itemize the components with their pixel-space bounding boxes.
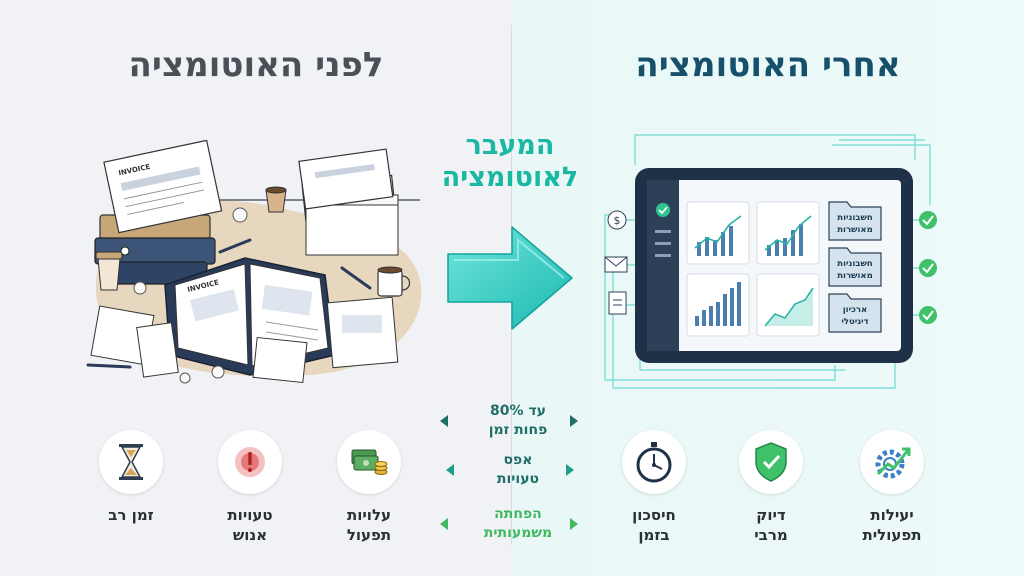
dashboard-tablet-illustration: חשבוניות מאושרות חשבוניות מאושרות ארכיון…: [604, 134, 937, 389]
label-human-errors: טעויות אנוש: [227, 506, 273, 544]
benefit-costs: הפחתה משמעותית: [483, 506, 553, 541]
transition-title: המעבר לאוטומציה: [415, 130, 605, 194]
binder-stack: [94, 214, 216, 285]
dollar-icon: $: [607, 210, 627, 230]
triangle-left-icon: [440, 415, 448, 427]
folder-approved-2: חשבוניות מאושרות: [828, 247, 882, 287]
triangle-left-icon: [446, 464, 454, 476]
before-title: לפני האוטומציה: [128, 45, 384, 85]
folder-archive: ארכיון דיגיטלי: [828, 293, 882, 333]
svg-text:דיגיטלי: דיגיטלי: [841, 317, 868, 327]
hourglass-icon: [99, 430, 163, 494]
svg-text:חשבוניות: חשבוניות: [837, 259, 873, 269]
label-long-time: זמן רב: [108, 506, 154, 524]
money-icon: [337, 430, 401, 494]
svg-text:$: $: [614, 214, 621, 227]
label-operating-costs: עלויות תפעול: [346, 506, 392, 544]
chart-card: [756, 273, 820, 337]
folder-approved-1: חשבוניות מאושרות: [828, 201, 882, 241]
svg-text:ארכיון: ארכיון: [843, 305, 867, 315]
check-icon: [919, 306, 937, 324]
check-icon: [919, 211, 937, 229]
svg-text:מאושרות: מאושרות: [837, 271, 873, 281]
after-title: אחרי האוטומציה: [635, 45, 901, 85]
label-operational-efficiency: יעילות תפעולית: [862, 506, 922, 544]
envelope-icon: [604, 256, 628, 273]
label-max-accuracy: דיוק מרבי: [754, 506, 788, 544]
benefit-time: עד 80% פחות זמן: [488, 403, 548, 438]
messy-desk-illustration: INVOICE INVOICE: [86, 140, 422, 384]
triangle-right-icon: [566, 464, 574, 476]
benefit-errors: אפס טעויות: [496, 452, 540, 487]
label-time-saving: חיסכון בזמן: [632, 506, 676, 544]
error-icon: [218, 430, 282, 494]
stopwatch-icon: [622, 430, 686, 494]
document-icon: [608, 291, 627, 315]
svg-text:מאושרות: מאושרות: [837, 225, 873, 235]
chart-card: [686, 273, 750, 337]
triangle-left-icon: [440, 518, 448, 530]
chart-card: [756, 201, 820, 265]
triangle-right-icon: [570, 518, 578, 530]
transition-title-line1: המעבר: [465, 130, 555, 161]
check-icon: [919, 259, 937, 277]
paper-stack: [298, 148, 399, 256]
takeaway-cup: [95, 251, 123, 291]
triangle-right-icon: [570, 415, 578, 427]
chart-card: [686, 201, 750, 265]
transition-arrow-icon: [447, 226, 573, 330]
svg-text:חשבוניות: חשבוניות: [837, 213, 873, 223]
shield-check-icon: [739, 430, 803, 494]
gear-growth-icon: [860, 430, 924, 494]
mug: [377, 266, 411, 297]
coffee-cup: [265, 186, 287, 213]
transition-title-line2: לאוטומציה: [441, 162, 579, 193]
